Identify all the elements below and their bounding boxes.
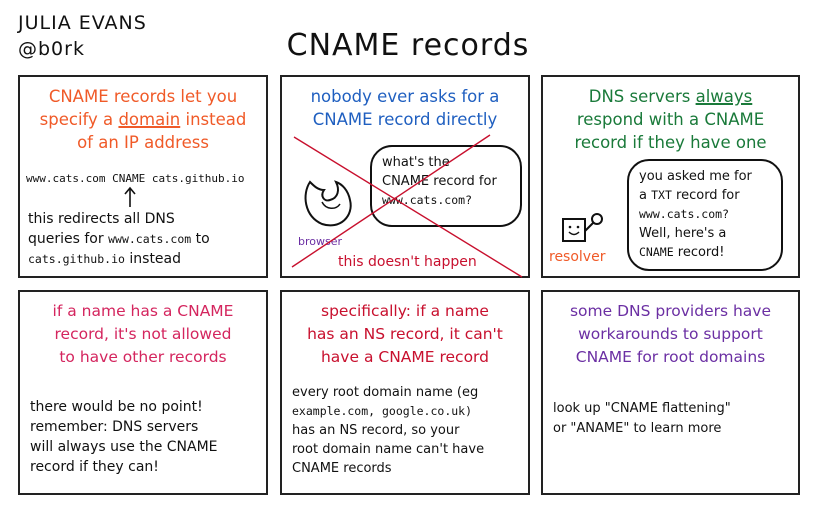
resolver-label: resolver <box>549 249 606 265</box>
panel-heading: some DNS providers have workarounds to s… <box>543 300 798 369</box>
heading-line: DNS servers always <box>543 85 798 108</box>
panel-body: there would be no point! remember: DNS s… <box>20 397 266 477</box>
body-mono: cats.github.io <box>28 252 125 266</box>
panel-nobody-asks: nobody ever asks for a CNAME record dire… <box>280 75 530 278</box>
body-line: will always use the CNAME <box>30 439 218 455</box>
heading-line: if a name has a CNAME <box>52 302 234 320</box>
body-mono: www.cats.com <box>108 232 192 246</box>
bubble-line: what's the <box>382 155 450 170</box>
heading-line: some DNS providers have <box>569 302 772 320</box>
bubble-line: CNAME record! <box>639 243 771 262</box>
bubble-line: you asked me for <box>639 169 752 184</box>
body-line: record if they can! <box>30 459 159 475</box>
browser-label: browser <box>298 235 343 248</box>
body-line: queries for www.cats.com to <box>28 229 210 249</box>
panel-heading: CNAME records let you specify a domain i… <box>20 85 266 154</box>
panel-cname-intro: CNAME records let you specify a domain i… <box>18 75 268 278</box>
body-line: cats.github.io instead <box>28 249 210 269</box>
panel-heading: DNS servers always respond with a CNAME … <box>543 85 798 154</box>
panel-no-other-records: if a name has a CNAME record, it's not a… <box>18 290 268 495</box>
body-line: CNAME records <box>292 461 392 476</box>
heading-line: workarounds to support <box>578 325 763 343</box>
panel-heading: nobody ever asks for a CNAME record dire… <box>282 85 528 131</box>
heading-emphasis: domain <box>118 110 181 129</box>
body-text: to <box>195 231 210 247</box>
heading-line: CNAME record directly <box>312 110 498 129</box>
heading-line: CNAME records let you <box>48 87 238 106</box>
panel-root-domain-workarounds: some DNS providers have workarounds to s… <box>541 290 800 495</box>
heading-line: nobody ever asks for a <box>310 87 500 106</box>
page-title: CNAME records <box>286 28 530 63</box>
caption: this doesn't happen <box>338 254 477 270</box>
body-line: remember: DNS servers <box>30 419 199 435</box>
bubble-mono: TXT <box>651 188 672 202</box>
speech-bubble: what's the CNAME record for www.cats.com… <box>370 145 522 227</box>
arrow-up-icon <box>124 186 136 207</box>
resolver-character-icon <box>562 213 603 242</box>
heading-line: respond with a CNAME <box>576 110 765 129</box>
bubble-line: www.cats.com? <box>382 193 473 207</box>
heading-line: of an IP address <box>77 133 209 152</box>
body-line: root domain name can't have <box>292 442 485 457</box>
panel-heading: specifically: if a name has an NS record… <box>282 300 528 369</box>
body-text: instead <box>129 251 182 267</box>
body-line: look up "CNAME flattening" <box>553 401 731 416</box>
bubble-line: a TXT record for <box>639 186 771 205</box>
heading-line: record if they have one <box>574 133 767 152</box>
body-line: there would be no point! <box>30 399 203 415</box>
heading-line: specifically: if a name <box>321 302 489 320</box>
bubble-line: Well, here's a <box>639 226 727 241</box>
panel-body: look up "CNAME flattening" or "ANAME" to… <box>543 399 798 439</box>
heading-line: record, it's not allowed <box>54 325 232 343</box>
author-name: JULIA EVANS <box>18 12 147 34</box>
body-line: this redirects all DNS <box>28 211 175 227</box>
body-text: queries for <box>28 231 104 247</box>
heading-line: CNAME for root domains <box>575 348 766 366</box>
heading-emphasis: always <box>695 87 753 106</box>
heading-line: specify a domain instead <box>20 108 266 131</box>
cross-out-icon <box>291 134 523 278</box>
bubble-line: CNAME record for <box>382 174 497 189</box>
bubble-line: www.cats.com? <box>639 207 730 221</box>
heading-line: has an NS record, it can't <box>307 325 503 343</box>
bubble-text: record! <box>677 245 725 260</box>
heading-text: DNS servers <box>588 87 691 106</box>
body-line: example.com, google.co.uk) <box>292 404 473 418</box>
panel-heading: if a name has a CNAME record, it's not a… <box>20 300 266 369</box>
cname-example: www.cats.com CNAME cats.github.io <box>26 172 245 185</box>
body-line: every root domain name (eg <box>292 385 479 400</box>
bubble-text: record for <box>676 188 740 203</box>
heading-text: instead <box>185 110 247 129</box>
body-line: or "ANAME" to learn more <box>553 421 722 436</box>
author: JULIA EVANS @b0rk <box>18 10 147 62</box>
panel-body: every root domain name (eg example.com, … <box>282 383 528 478</box>
bubble-mono: CNAME <box>639 245 674 259</box>
body-line: has an NS record, so your <box>292 423 460 438</box>
heading-line: have a CNAME record <box>320 348 489 366</box>
heading-line: to have other records <box>59 348 227 366</box>
heading-text: specify a <box>39 110 114 129</box>
panel-ns-record: specifically: if a name has an NS record… <box>280 290 530 495</box>
panel-always-respond: DNS servers always respond with a CNAME … <box>541 75 800 278</box>
author-handle: @b0rk <box>18 38 85 60</box>
speech-bubble: you asked me for a TXT record for www.ca… <box>627 159 783 271</box>
panel-body: this redirects all DNS queries for www.c… <box>20 209 220 269</box>
bubble-text: a <box>639 188 647 203</box>
firefox-browser-icon <box>304 180 352 227</box>
